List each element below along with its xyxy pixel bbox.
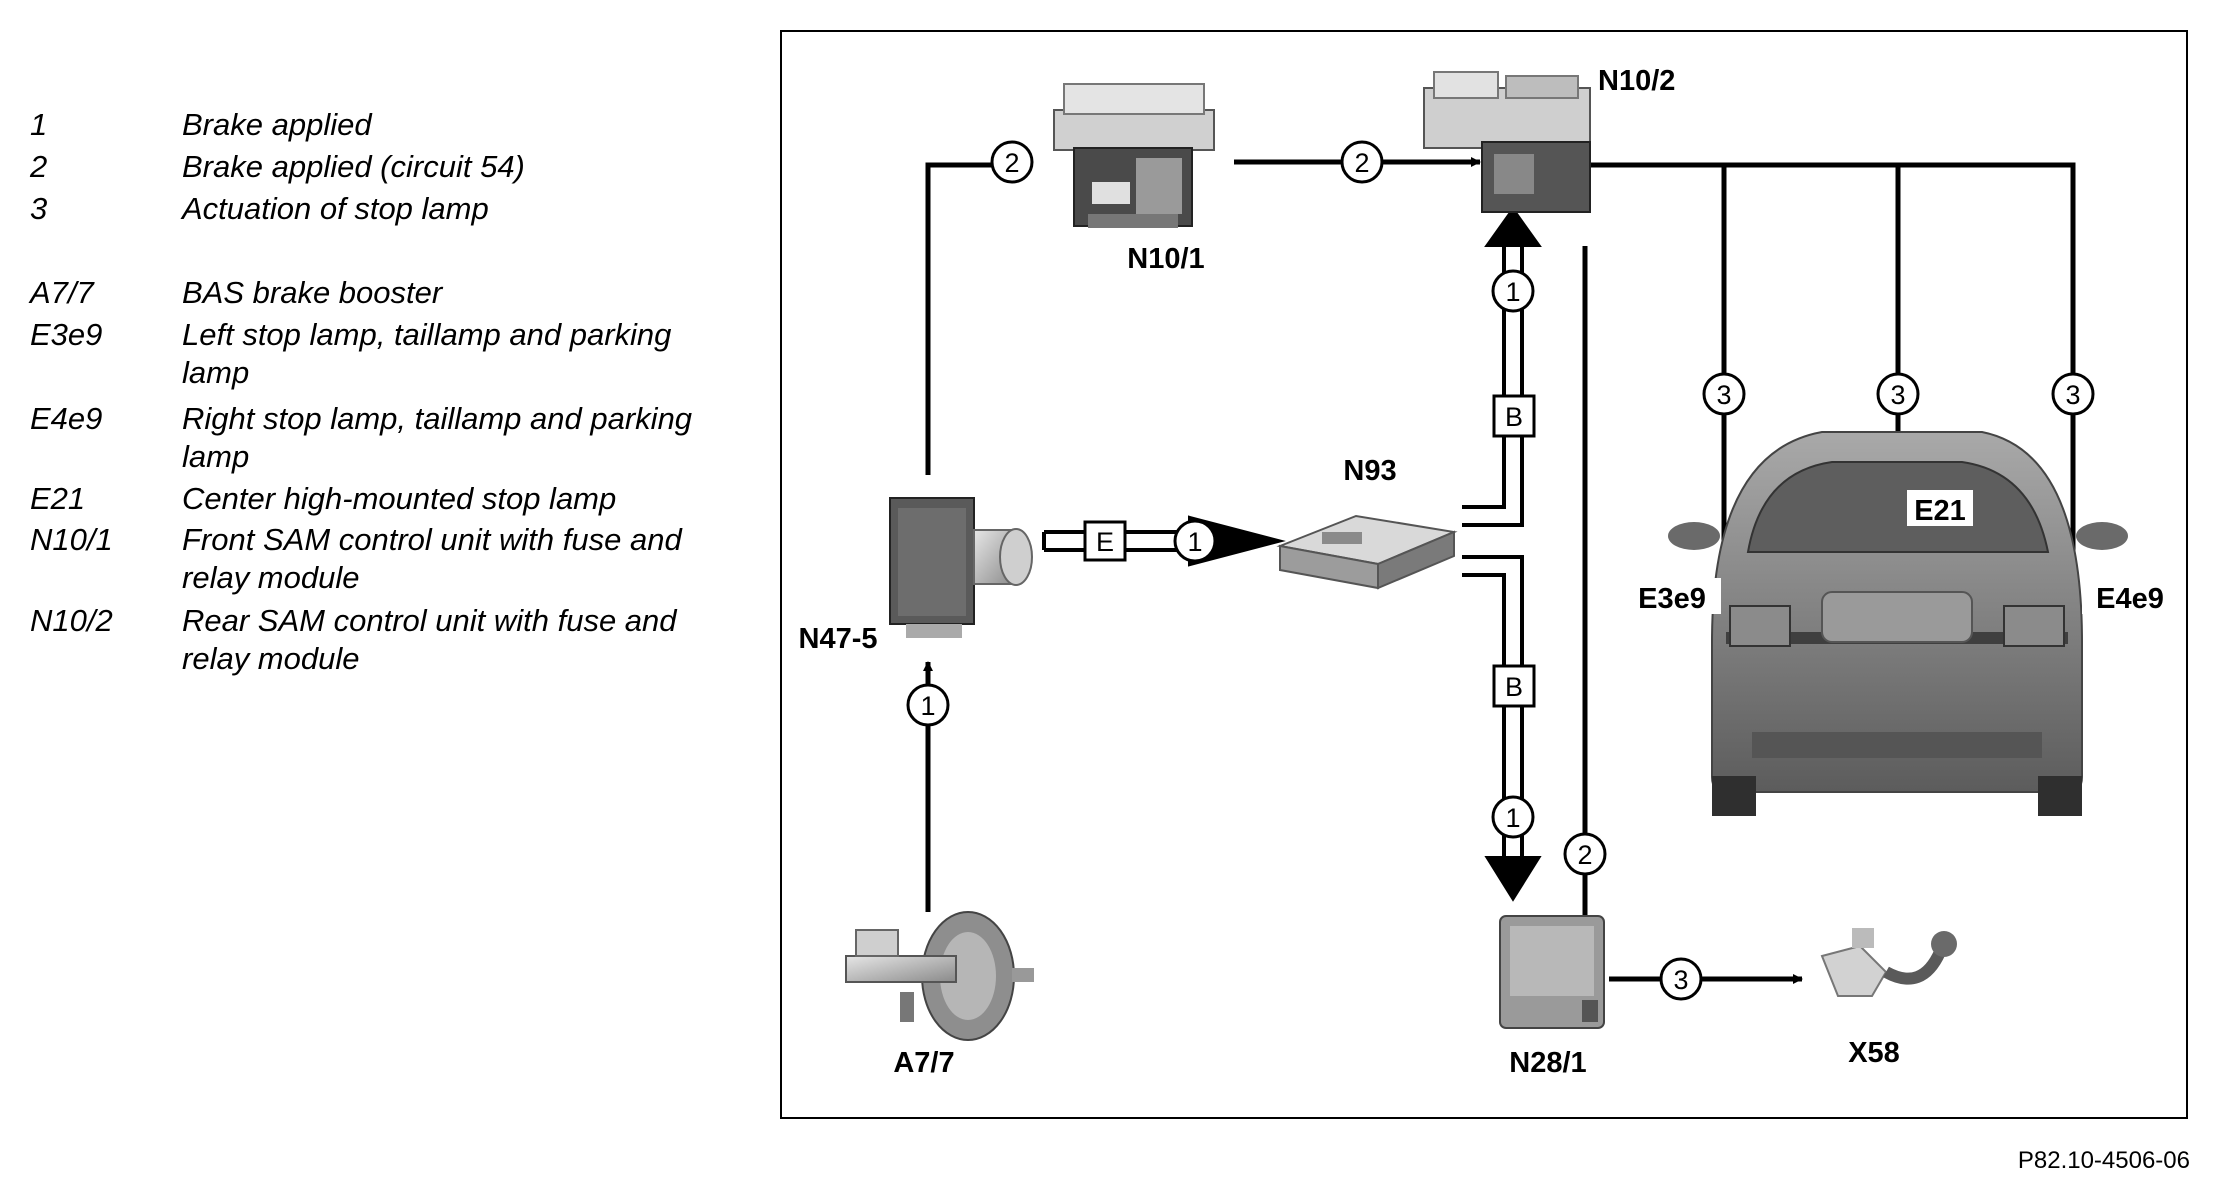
legend-key: E21 — [30, 481, 86, 516]
legend-key: 2 — [30, 149, 48, 184]
car-rear-image — [1668, 431, 2128, 816]
can-bus-b-up — [1462, 206, 1542, 527]
n28-1-module-image — [1499, 915, 1605, 1029]
bus-label-b-upper: B — [1492, 394, 1536, 438]
bus-label-b-lower: B — [1492, 664, 1536, 708]
label-n47-5: N47-5 — [799, 623, 878, 655]
signal-line-n47-to-n10-1 — [925, 160, 1032, 475]
label-n10-1: N10/1 — [1127, 243, 1204, 275]
signal-badge-text: 3 — [2065, 380, 2080, 410]
can-bus-e — [1042, 515, 1286, 567]
legend-key: N10/2 — [30, 603, 113, 638]
signal-badge-3-e3e9: 3 — [1702, 372, 1746, 416]
bus-label-b-lower-text: B — [1505, 672, 1523, 702]
signal-badge-1-e: 1 — [1173, 519, 1217, 563]
signal-badge-text: 3 — [1673, 965, 1688, 995]
a7-7-brake-booster-image — [845, 911, 1034, 1041]
brake-signal-diagram: E B B 2 2 1 1 1 1 — [799, 65, 2178, 1079]
bus-label-e: E — [1083, 520, 1127, 562]
can-bus-b-down — [1462, 555, 1542, 902]
legend-key: E4e9 — [30, 401, 103, 436]
legend-text: Brake applied (circuit 54) — [182, 149, 525, 184]
label-e21: E21 — [1914, 495, 1966, 527]
legend-text: Rear SAM control unit with fuse and rela… — [182, 603, 677, 676]
signal-badge-2-n28: 2 — [1563, 832, 1607, 876]
legend-text: Left stop lamp, taillamp and parking lam… — [182, 317, 672, 390]
label-e3e9: E3e9 — [1638, 583, 1706, 615]
legend-text: Right stop lamp, taillamp and parking la… — [182, 401, 693, 474]
legend-key: 1 — [30, 107, 48, 142]
label-a7-7: A7/7 — [893, 1047, 954, 1079]
x58-trailer-hitch-image — [1820, 928, 1957, 997]
label-e3e9-box: E3e9 — [1625, 578, 1721, 615]
signal-badge-text: 1 — [920, 691, 935, 721]
signal-badge-text: 1 — [1505, 803, 1520, 833]
signal-badge-1-a7: 1 — [906, 683, 950, 727]
figure-reference: P82.10-4506-06 — [2017, 1147, 2190, 1174]
label-e4e9-box: E4e9 — [2082, 578, 2178, 615]
n47-5-module-image — [889, 497, 1033, 638]
legend-text: Brake applied — [182, 107, 372, 142]
signal-badge-text: 3 — [1890, 380, 1905, 410]
diagram-frame: E B B 2 2 1 1 1 1 — [780, 30, 2188, 1119]
bus-label-e-text: E — [1096, 527, 1114, 557]
legend-text: BAS brake booster — [182, 275, 443, 310]
signal-badge-text: 2 — [1577, 840, 1592, 870]
signal-badge-text: 1 — [1187, 527, 1202, 557]
legend-text: Actuation of stop lamp — [182, 191, 489, 226]
bus-label-b-upper-text: B — [1505, 402, 1523, 432]
signal-badge-text: 1 — [1505, 277, 1520, 307]
label-n10-2: N10/2 — [1598, 65, 1675, 97]
signal-badge-1-upper-b: 1 — [1491, 269, 1535, 313]
label-n93: N93 — [1343, 455, 1396, 487]
signal-badge-3-e21: 3 — [1876, 372, 1920, 416]
label-n28-1: N28/1 — [1509, 1047, 1586, 1079]
legend-key: A7/7 — [30, 275, 94, 310]
signal-badge-text: 2 — [1354, 148, 1369, 178]
signal-badge-2-center: 2 — [1340, 140, 1384, 184]
n10-2-module-image — [1423, 71, 1591, 213]
signal-badge-3-e4e9: 3 — [2051, 372, 2095, 416]
signal-badge-text: 3 — [1716, 380, 1731, 410]
signal-badge-2-left: 2 — [990, 140, 1034, 184]
legend-key: E3e9 — [30, 317, 103, 352]
label-e4e9: E4e9 — [2096, 583, 2164, 615]
label-e21-box: E21 — [1907, 490, 1973, 527]
legend-key: 3 — [30, 191, 48, 226]
signal-badge-3-x58: 3 — [1659, 957, 1703, 1001]
signal-badge-1-lower-b: 1 — [1491, 795, 1535, 839]
label-x58: X58 — [1848, 1037, 1900, 1069]
legend-key: N10/1 — [30, 522, 113, 557]
legend-text: Front SAM control unit with fuse and rel… — [182, 522, 682, 595]
n10-1-module-image — [1053, 83, 1215, 228]
n93-module-image — [1276, 514, 1458, 590]
legend-text: Center high-mounted stop lamp — [182, 481, 617, 516]
signal-badge-text: 2 — [1004, 148, 1019, 178]
